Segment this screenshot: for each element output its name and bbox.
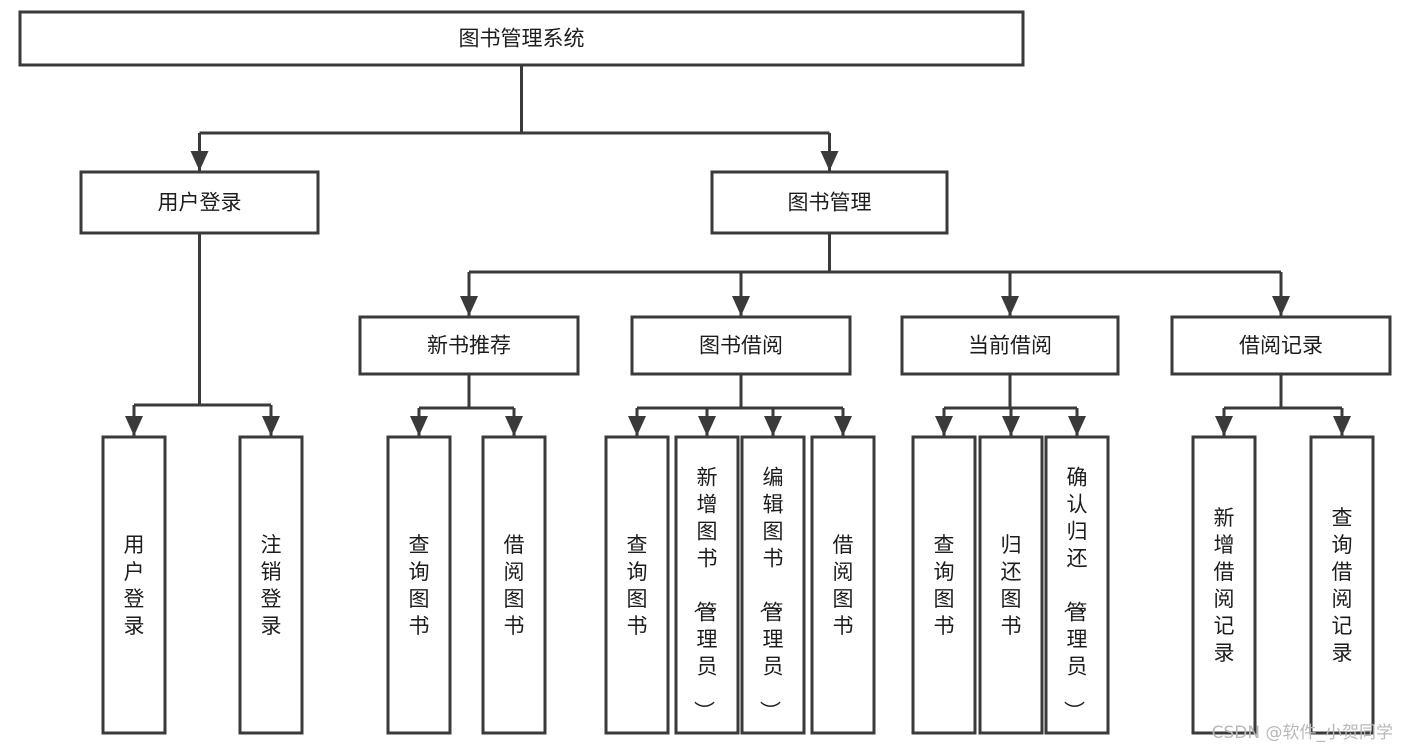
- level3-node-box[interactable]: [630, 315, 852, 376]
- leaf-node-label: 注销登录: [261, 533, 282, 638]
- level3-node-box[interactable]: [900, 315, 1120, 376]
- leaf-node-label: 编辑图书（管理员）: [758, 466, 784, 722]
- leaf-node-box[interactable]: [604, 435, 670, 735]
- level2-node-label: 图书管理: [788, 191, 872, 215]
- csdn-watermark: CSDN @软件_小贺同学: [1211, 723, 1393, 743]
- arrow-head-level3-1: [460, 296, 478, 316]
- arrow-head-level3-2: [732, 296, 750, 316]
- leaf-node-7[interactable]: 编辑图书（管理员）: [740, 435, 806, 735]
- arrow-head-leaf-10: [1002, 416, 1020, 436]
- leaf-node-box[interactable]: [481, 435, 547, 735]
- leaf-node-box[interactable]: [810, 435, 876, 735]
- leaf-node-box[interactable]: [101, 435, 167, 735]
- level2-node-label: 用户登录: [158, 191, 242, 215]
- leaf-node-8[interactable]: 借阅图书: [810, 435, 876, 735]
- arrow-head-leaf-1: [125, 416, 143, 436]
- level3-node-box[interactable]: [1170, 315, 1392, 376]
- leaf-node-5[interactable]: 查询图书: [604, 435, 670, 735]
- level3-node-box[interactable]: [358, 315, 580, 376]
- level3-node-2[interactable]: 图书借阅: [630, 315, 852, 376]
- leaf-node-label: 查询图书: [934, 533, 955, 638]
- level2-node-2[interactable]: 图书管理: [710, 170, 949, 235]
- leaf-node-6[interactable]: 新增图书（管理员）: [674, 435, 740, 735]
- arrow-head-leaf-13: [1333, 416, 1351, 436]
- level2-node-box[interactable]: [79, 170, 320, 235]
- leaf-node-box[interactable]: [911, 435, 977, 735]
- leaf-node-box[interactable]: [1044, 435, 1110, 735]
- arrow-head-leaf-3: [410, 416, 428, 436]
- arrow-head-level3-3: [1001, 296, 1019, 316]
- leaf-node-label: 归还图书: [1001, 533, 1022, 638]
- leaf-node-label: 确认归还（管理员）: [1062, 466, 1088, 722]
- leaf-node-label: 查询图书: [627, 533, 648, 638]
- leaf-node-box[interactable]: [740, 435, 806, 735]
- level2-node-1[interactable]: 用户登录: [79, 170, 320, 235]
- arrow-head-leaf-8: [834, 416, 852, 436]
- leaf-node-box[interactable]: [386, 435, 452, 735]
- arrow-head-leaf-6: [698, 416, 716, 436]
- arrow-head-leaf-5: [628, 416, 646, 436]
- level3-node-label: 新书推荐: [427, 334, 511, 358]
- leaf-node-9[interactable]: 查询图书: [911, 435, 977, 735]
- level2-node-box[interactable]: [710, 170, 949, 235]
- level3-node-1[interactable]: 新书推荐: [358, 315, 580, 376]
- leaf-node-label: 借阅图书: [833, 533, 854, 638]
- leaf-node-box[interactable]: [978, 435, 1044, 735]
- root-node-box[interactable]: [18, 10, 1025, 67]
- level3-node-label: 借阅记录: [1239, 334, 1323, 358]
- arrow-head-leaf-9: [935, 416, 953, 436]
- node-layer: 图书管理系统用户登录图书管理新书推荐图书借阅当前借阅借阅记录用户登录注销登录查询…: [18, 10, 1392, 735]
- leaf-node-label: 查询图书: [409, 533, 430, 638]
- arrow-head-leaf-4: [505, 416, 523, 436]
- leaf-node-box[interactable]: [674, 435, 740, 735]
- arrow-head-leaf-2: [262, 416, 280, 436]
- leaf-node-1[interactable]: 用户登录: [101, 435, 167, 735]
- arrow-head-leaf-7: [764, 416, 782, 436]
- level3-node-label: 当前借阅: [968, 334, 1052, 358]
- leaf-node-box[interactable]: [1191, 435, 1257, 735]
- leaf-node-label: 用户登录: [124, 533, 145, 638]
- arrow-head-leaf-11: [1068, 416, 1086, 436]
- leaf-node-box[interactable]: [238, 435, 304, 735]
- leaf-node-box[interactable]: [1309, 435, 1375, 735]
- leaf-node-label: 查询借阅记录: [1332, 506, 1353, 665]
- leaf-node-13[interactable]: 查询借阅记录: [1309, 435, 1375, 735]
- leaf-node-4[interactable]: 借阅图书: [481, 435, 547, 735]
- leaf-node-12[interactable]: 新增借阅记录: [1191, 435, 1257, 735]
- arrow-head-level3-4: [1272, 296, 1290, 316]
- level3-node-label: 图书借阅: [699, 334, 783, 358]
- root-node-label: 图书管理系统: [459, 27, 585, 51]
- leaf-node-3[interactable]: 查询图书: [386, 435, 452, 735]
- leaf-node-label: 借阅图书: [504, 533, 525, 638]
- connector-layer: [125, 65, 1351, 436]
- arrow-head-level2-2: [820, 151, 839, 171]
- arrow-head-leaf-12: [1215, 416, 1233, 436]
- leaf-node-label: 新增图书（管理员）: [692, 466, 718, 722]
- level3-node-3[interactable]: 当前借阅: [900, 315, 1120, 376]
- leaf-node-label: 新增借阅记录: [1214, 506, 1235, 665]
- arrow-head-level2-1: [190, 151, 209, 171]
- level3-node-4[interactable]: 借阅记录: [1170, 315, 1392, 376]
- leaf-node-11[interactable]: 确认归还（管理员）: [1044, 435, 1110, 735]
- leaf-node-10[interactable]: 归还图书: [978, 435, 1044, 735]
- root-node-1[interactable]: 图书管理系统: [18, 10, 1025, 67]
- leaf-node-2[interactable]: 注销登录: [238, 435, 304, 735]
